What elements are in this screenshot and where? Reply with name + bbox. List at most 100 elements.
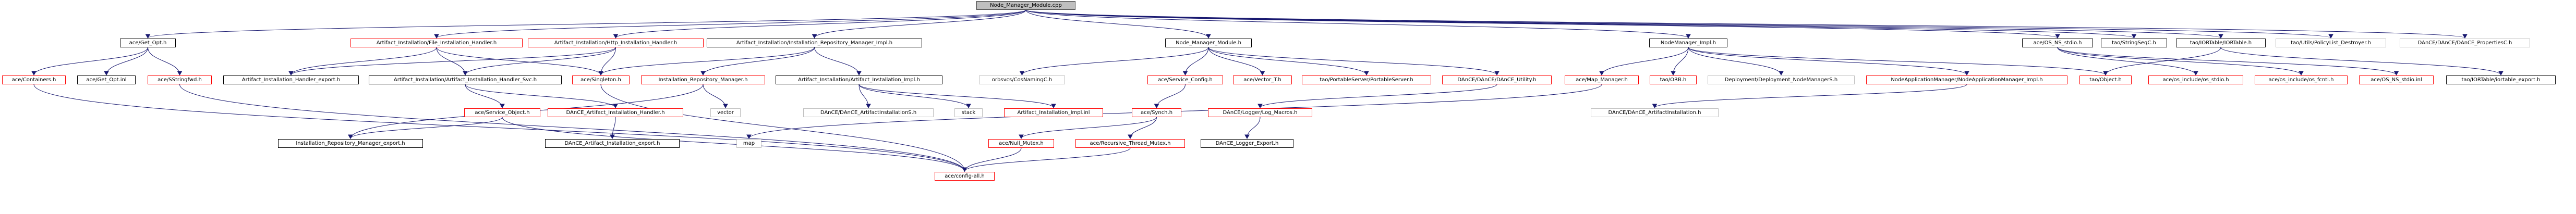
graph-edge	[814, 9, 1026, 39]
graph-edge-arrowhead	[598, 71, 603, 76]
graph-node[interactable]: Installation_Repository_Manager_export.h	[278, 139, 423, 148]
graph-edge	[703, 84, 726, 108]
graph-edge	[600, 84, 965, 172]
graph-edge	[1601, 47, 1689, 75]
graph-edge-arrowhead	[1051, 104, 1056, 109]
graph-edge	[1130, 117, 1157, 139]
graph-edge	[1688, 47, 1967, 75]
graph-node[interactable]: ace/Get_Opt.inl	[77, 75, 136, 84]
graph-edge-arrowhead	[145, 34, 151, 39]
graph-node[interactable]: map	[736, 139, 761, 148]
graph-node[interactable]: orbsvcs/CosNamingC.h	[979, 75, 1065, 84]
graph-edge	[1185, 47, 1209, 75]
graph-node[interactable]: ace/config-all.h	[935, 172, 995, 181]
graph-node[interactable]: ace/os_include/os_fcntl.h	[2255, 75, 2348, 84]
graph-edge	[1156, 84, 1186, 108]
graph-edge-arrowhead	[1652, 104, 1658, 109]
graph-node[interactable]: Artifact_Installation/Http_Installation_…	[528, 39, 704, 47]
graph-edge-arrowhead	[500, 104, 505, 109]
graph-node[interactable]: ace/Vector_T.h	[1233, 75, 1292, 84]
graph-node[interactable]: ace/os_include/os_stdio.h	[2148, 75, 2243, 84]
graph-edge-arrowhead	[348, 134, 353, 140]
graph-node[interactable]: tao/StringSeqC.h	[2101, 39, 2167, 47]
graph-node[interactable]: tao/ORB.h	[1650, 75, 1697, 84]
graph-edge	[1688, 47, 1782, 75]
graph-edge-arrowhead	[1019, 134, 1024, 140]
graph-node[interactable]: stack	[954, 108, 983, 117]
graph-node[interactable]: ace/OS_NS_stdio.h	[2022, 39, 2093, 47]
graph-node[interactable]: vector	[710, 108, 741, 117]
graph-edge-arrowhead	[812, 34, 817, 39]
graph-node[interactable]: Artifact_Installation/File_Installation_…	[350, 39, 523, 47]
graph-node[interactable]: Installation_Repository_Manager.h	[641, 75, 765, 84]
graph-edge-arrowhead	[2299, 71, 2304, 76]
graph-node[interactable]: Deployment/Deployment_NodeManagerS.h	[1708, 75, 1855, 84]
graph-node[interactable]: Artifact_Installation/Installation_Repos…	[707, 39, 922, 47]
graph-node[interactable]: ace/Service_Config.h	[1147, 75, 1223, 84]
graph-node[interactable]: Artifact_Installation_Handler_export.h	[223, 75, 359, 84]
graph-edge-arrowhead	[2462, 34, 2468, 39]
graph-edge-arrowhead	[2218, 34, 2223, 39]
graph-node[interactable]: NodeApplicationManager/NodeApplicationMa…	[1866, 75, 2067, 84]
graph-edge-arrowhead	[1206, 34, 1211, 39]
graph-edge-arrowhead	[723, 104, 728, 109]
graph-edge-arrowhead	[2328, 34, 2333, 39]
graph-node[interactable]: Artifact_Installation_Impl.inl	[1004, 108, 1103, 117]
graph-edge-arrowhead	[2498, 71, 2504, 76]
graph-node[interactable]: DAnCE/DAnCE/DAnCE_PropertiesC.h	[2400, 39, 2530, 47]
graph-node[interactable]: Node_Manager_Module.cpp	[976, 1, 1075, 10]
graph-edge	[600, 47, 815, 75]
graph-edge-arrowhead	[1779, 71, 1784, 76]
graph-edge-arrowhead	[856, 71, 862, 76]
graph-edge	[33, 84, 965, 172]
graph-node[interactable]: tao/Utils/PolicyList_Destroyer.h	[2276, 39, 2386, 47]
graph-node[interactable]: DAnCE_Artifact_Installation_export.h	[545, 139, 680, 148]
graph-node[interactable]: DAnCE/DAnCE/DAnCE_Utility.h	[1442, 75, 1552, 84]
graph-node[interactable]: tao/IORTable/IORTable.h	[2176, 39, 2266, 47]
graph-node[interactable]: DAnCE_Logger_Export.h	[1201, 139, 1293, 148]
graph-edge	[1025, 9, 1209, 39]
graph-edge-arrowhead	[1686, 34, 1691, 39]
graph-node[interactable]: ace/Containers.h	[2, 75, 66, 84]
graph-edge-arrowhead	[1257, 104, 1263, 109]
graph-node[interactable]: ace/Synch.h	[1132, 108, 1181, 117]
graph-node[interactable]: ace/Recursive_Thread_Mutex.h	[1075, 139, 1185, 148]
graph-node[interactable]: DAnCE/DAnCE_ArtifactInstallation.h	[1591, 108, 1719, 117]
graph-edge-arrowhead	[1260, 71, 1265, 76]
graph-edge-arrowhead	[2131, 34, 2137, 39]
graph-node[interactable]: DAnCE/Logger/Log_Macros.h	[1208, 108, 1312, 117]
graph-node[interactable]: ace/Singleton.h	[572, 75, 630, 84]
graph-node[interactable]: ace/Map_Manager.h	[1565, 75, 1639, 84]
graph-node[interactable]: DAnCE_Artifact_Installation_Handler.h	[548, 108, 683, 117]
graph-edge	[615, 9, 1026, 39]
graph-node[interactable]: ace/Service_Object.h	[464, 108, 540, 117]
graph-edge	[1673, 47, 1689, 75]
graph-edge	[1025, 9, 2221, 39]
graph-node[interactable]: NodeManager_Impl.h	[1649, 39, 1727, 47]
graph-edge	[1688, 47, 2106, 75]
graph-edge	[1025, 9, 2331, 39]
graph-node[interactable]: Node_Manager_Module.h	[1165, 39, 1252, 47]
graph-edge-arrowhead	[1599, 71, 1604, 76]
graph-node[interactable]: tao/PortableServer/PortableServer.h	[1302, 75, 1431, 84]
graph-node[interactable]: Artifact_Installation/Artifact_Installat…	[776, 75, 942, 84]
graph-edge-arrowhead	[1364, 71, 1369, 76]
graph-edge-arrowhead	[2055, 34, 2060, 39]
graph-edge-arrowhead	[31, 71, 37, 76]
graph-node[interactable]: ace/OS_NS_stdio.inl	[2359, 75, 2434, 84]
graph-edge	[964, 147, 1022, 172]
graph-node[interactable]: DAnCE/DAnCE_ArtifactInstallationS.h	[803, 108, 934, 117]
graph-node[interactable]: Artifact_Installation/Artifact_Installat…	[369, 75, 562, 84]
graph-node[interactable]: tao/Object.h	[2079, 75, 2132, 84]
graph-edge-arrowhead	[2393, 71, 2399, 76]
graph-edge-arrowhead	[746, 134, 752, 140]
graph-node[interactable]: ace/Get_Opt.h	[120, 39, 176, 47]
graph-node[interactable]: ace/SStringfwd.h	[148, 75, 212, 84]
graph-node[interactable]: ace/Null_Mutex.h	[988, 139, 1054, 148]
graph-edge	[1654, 84, 1967, 108]
graph-node[interactable]: tao/IORTable/iortable_export.h	[2446, 75, 2556, 84]
graph-edge	[33, 47, 148, 75]
graph-edge-arrowhead	[866, 104, 871, 109]
